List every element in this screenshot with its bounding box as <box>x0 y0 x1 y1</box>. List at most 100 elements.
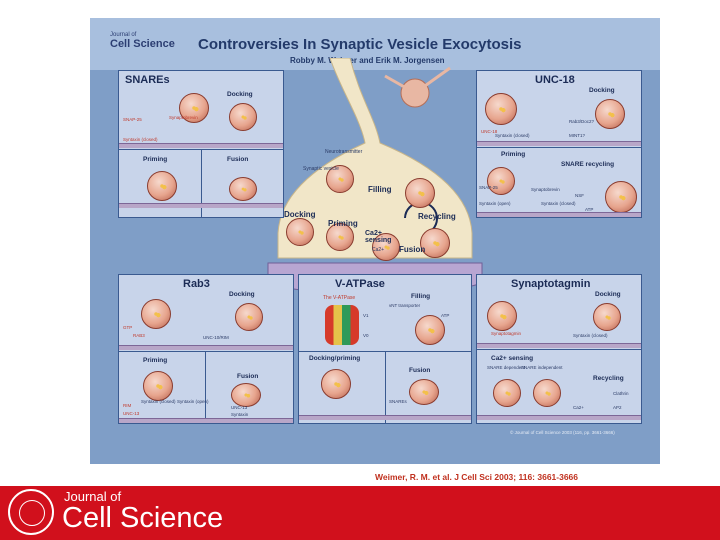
unc18-syntaxin-closed: Syntaxin (closed) <box>495 133 530 138</box>
unc18-vesicle-2 <box>595 99 625 129</box>
snares-vesicle-3 <box>147 171 177 201</box>
snares-docking: Docking <box>227 91 253 98</box>
synaptotagmin-label: Synaptotagmin <box>491 331 522 336</box>
vesicle-center-3 <box>286 218 314 246</box>
snares-vesicle-1 <box>179 93 209 123</box>
rab3-vesicle-4 <box>231 383 261 407</box>
center-label-fusion: Fusion <box>399 245 426 254</box>
synaptotagmin-syntaxin-closed: Syntaxin (closed) <box>573 333 608 338</box>
center-label-ca: Ca2+ <box>372 247 385 253</box>
synaptotagmin-vesicle-2 <box>593 303 621 331</box>
poster-copyright: © Journal of Cell Science 2003 (116, pp.… <box>510 430 615 435</box>
panel-snares: SNAREs Docking SNAP-25 Synaptobrevin Syn… <box>118 70 284 218</box>
vatpase-v1: V1 <box>363 313 369 318</box>
footer-journal-of: Journal of <box>64 489 122 504</box>
vatpase-transporter: vNT transporter <box>389 303 421 308</box>
unc18-nsf: NSF <box>575 193 584 198</box>
snares-vesicle-4 <box>229 177 257 201</box>
center-label-recycling: Recycling <box>418 212 456 221</box>
vatpase-vesicle-3 <box>409 379 439 405</box>
vesicle-center-6 <box>372 233 400 261</box>
synaptotagmin-vesicle-3 <box>493 379 521 407</box>
center-label-priming: Priming <box>328 219 358 228</box>
vatpase-atp: ATP <box>441 313 450 318</box>
citation: Weimer, R. M. et al. J Cell Sci 2003; 11… <box>375 472 579 482</box>
unc18-syntaxin-closed-2: Syntaxin (closed) <box>541 201 576 206</box>
unc18-snap25: SNAP-25 <box>479 185 498 190</box>
synaptotagmin-snare-dependent: SNARE dependent <box>487 365 526 370</box>
unc18-mint: MINT1? <box>569 133 586 138</box>
rab3-vesicle-2 <box>235 303 263 331</box>
snares-vesicle-2 <box>229 103 257 131</box>
vesicle-center-1 <box>326 165 354 193</box>
synaptotagmin-clathrin: Clathrin <box>613 391 629 396</box>
footer-cell-science: Cell Science <box>62 502 224 534</box>
vatpase-docking-priming: Docking/priming <box>309 355 361 362</box>
unc18-vesicle-3 <box>487 167 515 195</box>
vatpase-vesicle-2 <box>321 369 351 399</box>
vesicle-center-5 <box>420 228 450 258</box>
vatpase-sub: The V-ATPase <box>323 295 356 301</box>
unc18-vesicle-1 <box>485 93 517 125</box>
vatpase-filling: Filling <box>411 293 431 300</box>
poster-title: Controversies In Synaptic Vesicle Exocyt… <box>198 36 522 53</box>
snares-fusion: Fusion <box>227 156 249 163</box>
unc18-priming: Priming <box>501 151 526 158</box>
vatpase-v0: V0 <box>363 333 369 338</box>
unc18-docking: Docking <box>589 87 615 94</box>
rab3-priming: Priming <box>143 357 168 364</box>
snares-snap25: SNAP-25 <box>123 117 142 122</box>
rab3-vesicle-3 <box>143 371 173 401</box>
vatpase-pump-icon <box>325 305 359 345</box>
panel-unc18: UNC-18 Docking Rab3/Doc2? MINT1? UNC-18 … <box>476 70 642 218</box>
snares-priming: Priming <box>143 156 168 163</box>
center-label-ca-sensing: Ca2+ sensing <box>365 230 392 244</box>
panel-vatpase: V-ATPase The V-ATPase Filling vNT transp… <box>298 274 472 424</box>
unc18-synaptobrevin: Synaptobrevin <box>531 187 560 192</box>
unc18-syntaxin-open: Syntaxin (open) <box>479 201 511 206</box>
rab3-syntaxin-open: Syntaxin (open) <box>177 399 209 404</box>
synaptotagmin-vesicle-4 <box>533 379 561 407</box>
synaptotagmin-snare-independent: SNARE independent <box>521 365 563 370</box>
rab3-syntaxin-b: Syntaxin <box>231 412 249 417</box>
unc18-rab: Rab3/Doc2? <box>569 119 595 124</box>
center-label-synaptic-vesicle: Synaptic vesicle <box>303 166 339 172</box>
rab3-rim: RIM <box>123 403 132 408</box>
vesicle-center-2 <box>405 178 435 208</box>
panel-rab3: Rab3 Docking GTP RAB3 UNC-10/RIM Priming… <box>118 274 294 424</box>
poster: Journal of Cell Science Controversies In… <box>90 18 660 464</box>
journal-footer-bar: Journal of Cell Science <box>0 486 720 540</box>
rab3-rab3-label: RAB3 <box>133 333 145 338</box>
poster-header-band <box>90 18 660 70</box>
poster-journal-small: Journal of <box>110 32 137 38</box>
vatpase-fusion: Fusion <box>409 367 431 374</box>
snares-membrane-bottom <box>119 203 283 208</box>
rab3-unc13-b: UNC-13 <box>231 405 248 410</box>
center-label-neurotransmitter: Neurotransmitter <box>325 149 363 155</box>
center-label-docking: Docking <box>284 210 316 219</box>
unc18-snare-recycling: SNARE recycling <box>561 161 615 168</box>
rab3-unc13: UNC-13 <box>123 411 140 416</box>
panel-vatpase-title: V-ATPase <box>335 278 385 290</box>
synaptotagmin-recycling: Recycling <box>593 375 624 382</box>
center-label-filling: Filling <box>368 185 392 194</box>
synaptotagmin-docking: Docking <box>595 291 621 298</box>
unc18-atp: ATP <box>585 207 594 212</box>
rab3-fusion: Fusion <box>237 373 259 380</box>
snares-syntaxin: Syntaxin (closed) <box>123 137 158 142</box>
panel-unc18-title: UNC-18 <box>535 74 575 86</box>
rab3-syntaxin-closed: Syntaxin (closed) <box>141 399 176 404</box>
synaptotagmin-ca-sensing: Ca2+ sensing <box>491 355 534 362</box>
poster-authors: Robby M. Weimer and Erik M. Jorgensen <box>290 56 445 65</box>
panel-synaptotagmin: Synaptotagmin Docking Synaptotagmin Synt… <box>476 274 642 424</box>
snares-synaptobrevin: Synaptobrevin <box>169 115 198 120</box>
unc18-vesicle-4 <box>605 181 637 213</box>
vatpase-vesicle-1 <box>415 315 445 345</box>
synaptotagmin-ap2: AP2 <box>613 405 622 410</box>
nerve-terminal-shape <box>277 58 473 259</box>
unc18-unc18-label: UNC-18 <box>481 129 498 134</box>
panel-rab3-title: Rab3 <box>183 278 210 290</box>
vatpase-snares: SNAREs <box>389 399 407 404</box>
poster-journal-name: Cell Science <box>110 38 175 50</box>
panel-synaptotagmin-title: Synaptotagmin <box>511 278 591 290</box>
